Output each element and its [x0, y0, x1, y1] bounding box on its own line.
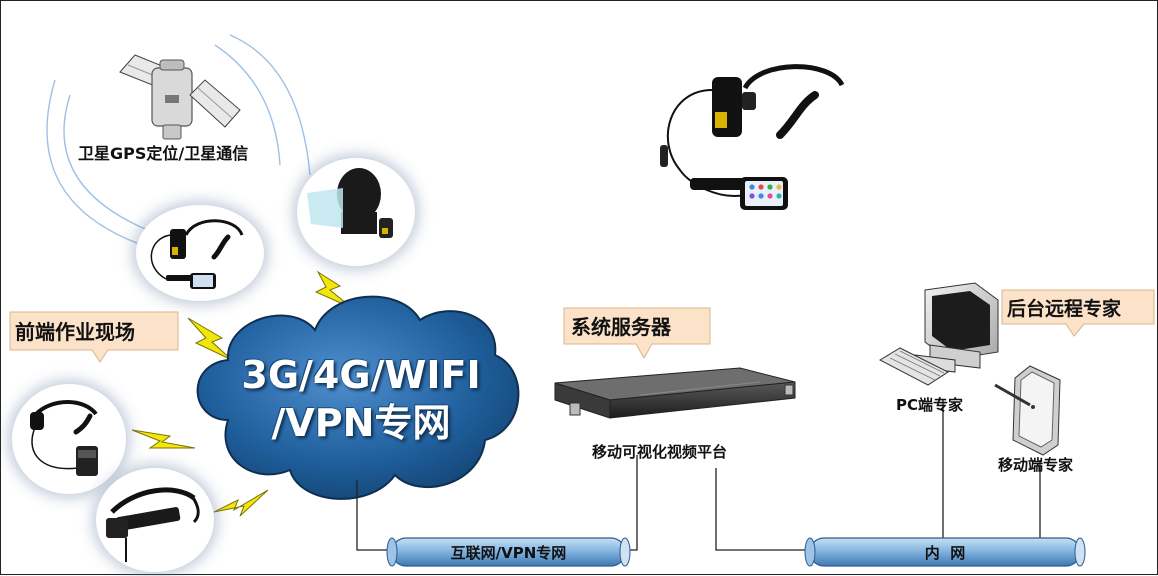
server-title-label: 系统服务器 — [571, 315, 671, 339]
internet-pipe-label: 互联网/VPN专网 — [450, 544, 567, 562]
smart-glasses-bubble — [96, 468, 214, 572]
backend-label: 后台远程专家 — [1007, 298, 1122, 320]
pc-expert-label: PC端专家 — [896, 396, 964, 414]
headset-phone-device-icon — [660, 64, 845, 210]
headset-device-bubble — [136, 205, 264, 301]
bluetooth-headset-bubble — [12, 384, 126, 494]
smart-glasses-icon — [106, 487, 200, 562]
mobile-expert-label: 移动端专家 — [998, 456, 1074, 474]
intranet-pipe — [804, 537, 1086, 567]
server-caption: 移动可视化视频平台 — [592, 443, 728, 461]
rack-server-icon — [554, 367, 796, 419]
intranet-pipe-label: 内 网 — [924, 544, 966, 562]
desktop-pc-icon — [878, 282, 999, 386]
headset-phone-device-icon — [150, 219, 244, 289]
frontline-label: 前端作业现场 — [15, 320, 135, 344]
server-callout — [563, 307, 711, 360]
network-label-line1: 3G/4G/WIFI — [241, 353, 481, 397]
network-label-line2: /VPN专网 — [271, 401, 451, 445]
satellite-icon — [119, 54, 241, 140]
connector-lines — [356, 400, 1041, 551]
bluetooth-headset-icon — [30, 400, 98, 476]
tablet-icon — [994, 365, 1061, 456]
network-cloud-icon — [196, 295, 520, 500]
backend-callout — [1001, 289, 1155, 337]
internet-pipe — [386, 537, 631, 567]
helmet-camera-icon — [307, 168, 393, 238]
helmet-camera-bubble — [297, 158, 415, 266]
frontline-callout — [9, 311, 179, 363]
satellite-label: 卫星GPS定位/卫星通信 — [78, 144, 249, 163]
